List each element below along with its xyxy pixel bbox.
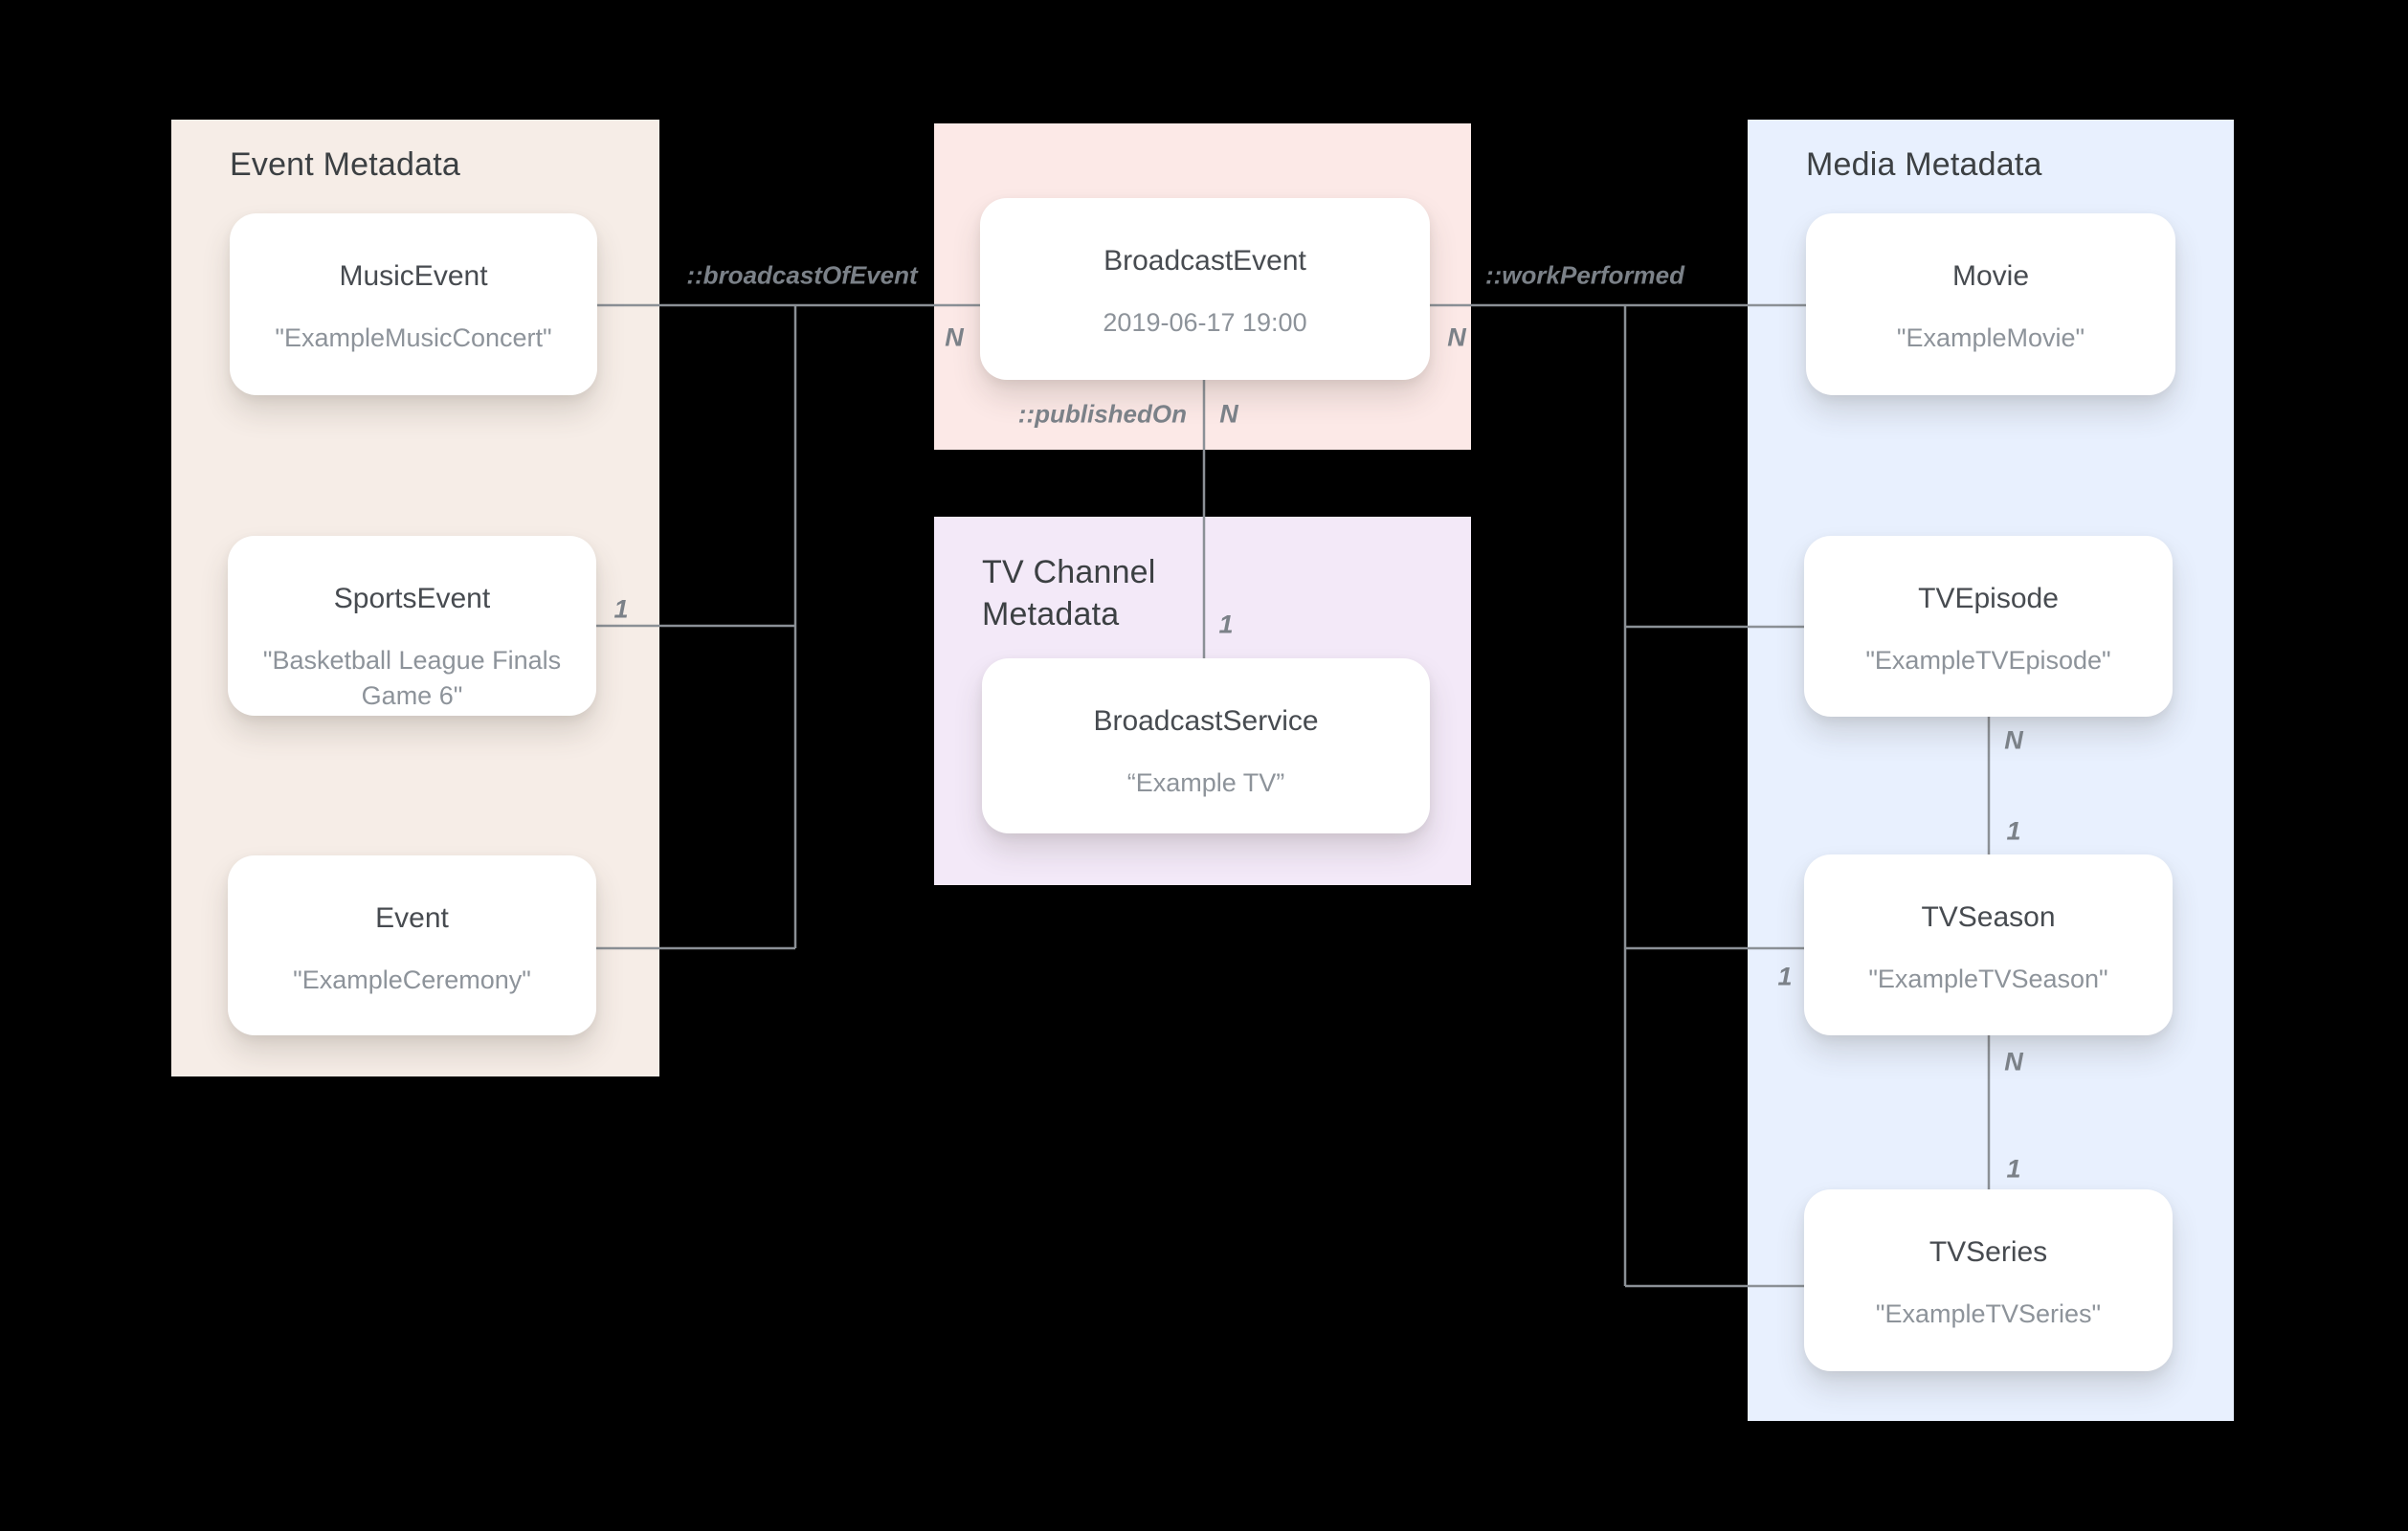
tv-series-value: "ExampleTVSeries" [1875,1299,2102,1328]
cardinality-n-published-on: N [1219,399,1238,429]
music-event-node: MusicEvent "ExampleMusicConcert" [230,213,597,395]
cardinality-n-broadcast-left: N [945,322,964,352]
cardinality-1-tv-series-top: 1 [2006,1154,2021,1184]
movie-node: Movie "ExampleMovie" [1806,213,2175,395]
broadcast-service-node: BroadcastService “Example TV” [982,658,1430,833]
edge-label-published-on: ::publishedOn [1017,399,1187,429]
cardinality-1-tv-season-top: 1 [2006,816,2021,846]
cardinality-n-tv-episode-bottom: N [2004,725,2023,755]
tv-series-name: TVSeries [1929,1236,2048,1268]
sports-event-name: SportsEvent [333,583,491,614]
cardinality-1-sports-event: 1 [613,594,629,624]
cardinality-n-tv-season-bottom: N [2004,1047,2023,1076]
edge-label-broadcast-of-event: ::broadcastOfEvent [686,260,918,290]
music-event-name: MusicEvent [339,260,488,292]
music-event-value: "ExampleMusicConcert" [275,323,552,352]
broadcast-service-name: BroadcastService [1093,705,1319,737]
sports-event-value: "Basketball League Finals Game 6" [262,646,562,710]
movie-name: Movie [1951,260,2030,292]
broadcast-service-value: “Example TV” [1126,768,1285,797]
media-metadata-title: Media Metadata [1806,146,2042,183]
broadcast-event-name: BroadcastEvent [1104,245,1306,277]
event-name: Event [375,902,449,934]
tv-episode-name: TVEpisode [1918,583,2059,614]
sports-event-node: SportsEvent "Basketball League Finals Ga… [228,536,596,716]
movie-value: "ExampleMovie" [1896,323,2085,352]
event-metadata-title: Event Metadata [230,146,460,183]
event-value: "ExampleCeremony" [293,965,531,994]
edge-label-work-performed: ::workPerformed [1484,260,1685,290]
tv-season-name: TVSeason [1921,901,2056,933]
tv-series-node: TVSeries "ExampleTVSeries" [1804,1189,2173,1371]
tv-season-node: TVSeason "ExampleTVSeason" [1804,854,2173,1035]
tv-season-value: "ExampleTVSeason" [1868,965,2108,993]
tv-episode-value: "ExampleTVEpisode" [1865,646,2111,675]
cardinality-n-broadcast-right: N [1447,322,1466,352]
tv-channel-metadata-title: TV Channel Metadata [982,554,1156,632]
cardinality-1-tv-season-left: 1 [1777,962,1793,991]
relationship-line-paths [596,303,1991,1288]
event-node: Event "ExampleCeremony" [228,855,596,1035]
broadcast-event-value: 2019-06-17 19:00 [1103,308,1307,337]
tv-episode-node: TVEpisode "ExampleTVEpisode" [1804,536,2173,717]
cardinality-1-broadcast-service: 1 [1218,610,1234,639]
broadcast-event-node: BroadcastEvent 2019-06-17 19:00 [980,198,1430,380]
